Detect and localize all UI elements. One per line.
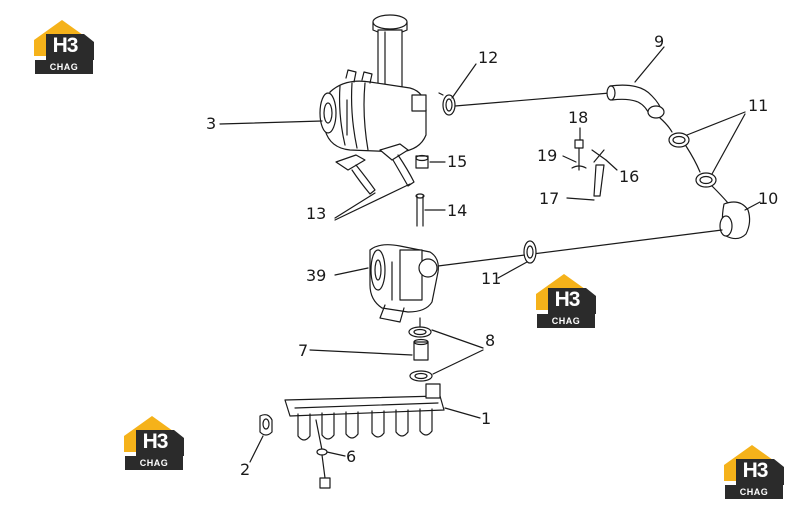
logo-sub-text: CHAG [551,316,581,326]
house-logo-icon [34,20,94,74]
logo-sub-text: CHAG [49,62,79,72]
callout-label-16: 16 [619,167,640,186]
leader-line-1 [444,407,481,419]
callout-label-19: 19 [537,146,558,165]
callout-label-14: 14 [447,201,468,220]
leader-line-13-a [334,192,376,219]
callout-label-7: 7 [298,341,309,360]
clamp-part-12 [438,92,456,116]
house-logo-icon [536,274,596,328]
leader-line-13-b [334,183,411,221]
callout-label-13: 13 [306,204,327,223]
pipe-line-lower [437,229,723,267]
leader-line-11-a [686,111,746,136]
callout-label-8: 8 [485,331,496,350]
callout-label-6: 6 [346,447,357,466]
house-logo-icon [724,445,784,499]
clamp-part-11-upper [659,117,729,204]
callout-label-12: 12 [478,48,499,67]
spacer-part-7 [413,338,429,361]
brand-logo-bottom-right: H3 CHAG [722,443,786,501]
logo-main-text: H3 [742,459,769,482]
gasket-part-2 [259,414,273,436]
callout-label-2: 2 [240,460,251,479]
leader-line-9 [634,46,665,83]
pipe-line-upper [454,92,611,107]
callout-label-11-lower: 11 [481,269,502,288]
leader-line-8-b [432,349,484,375]
logo-main-text: H3 [554,288,581,311]
house-logo-icon [124,416,184,470]
leader-line-8-a [431,329,484,349]
callout-label-17: 17 [539,189,560,208]
leader-line-2 [249,435,264,463]
clamp-part-11-lower [523,240,537,264]
callout-label-1: 1 [481,409,492,428]
logo-sub-text: CHAG [739,487,769,497]
brand-logo-center-right: H3 CHAG [534,272,598,330]
leader-line-3 [219,120,323,125]
leader-line-6 [326,451,346,457]
turbocharger-assembly [369,244,439,323]
leader-line-19 [562,155,577,163]
bolt-part-14 [415,193,425,227]
logo-main-text: H3 [142,430,169,453]
leader-line-11-b [711,113,746,175]
brand-logo-top-left: H3 CHAG [32,18,96,76]
logo-main-text: H3 [52,34,79,57]
exhaust-manifold-part-1 [284,383,445,441]
callout-label-11-upper: 11 [748,96,769,115]
callout-label-15: 15 [447,152,468,171]
bracket-parts-13 [335,143,415,195]
gasket-parts-8 [408,317,433,382]
callout-label-10: 10 [758,189,779,208]
leader-line-39 [334,267,369,276]
brand-logo-bottom-left: H3 CHAG [122,414,186,472]
leader-line-17 [566,197,595,201]
leader-line-10 [744,201,761,211]
leader-line-7 [309,349,413,356]
air-filter-assembly [319,14,427,153]
leader-line-12 [451,63,477,99]
callout-label-18: 18 [568,108,589,127]
bend-pipe-part-10 [719,201,751,240]
callout-label-39: 39 [306,266,327,285]
nut-part-15 [415,154,429,169]
logo-sub-text: CHAG [139,458,169,468]
bend-pipe-part-9 [606,84,665,119]
leader-line-11-c [497,261,528,279]
callout-label-3: 3 [206,114,217,133]
leader-line-16 [605,159,618,171]
fitting-parts-16-19 [571,139,607,197]
callout-label-9: 9 [654,32,665,51]
stud-part-6 [315,419,331,489]
